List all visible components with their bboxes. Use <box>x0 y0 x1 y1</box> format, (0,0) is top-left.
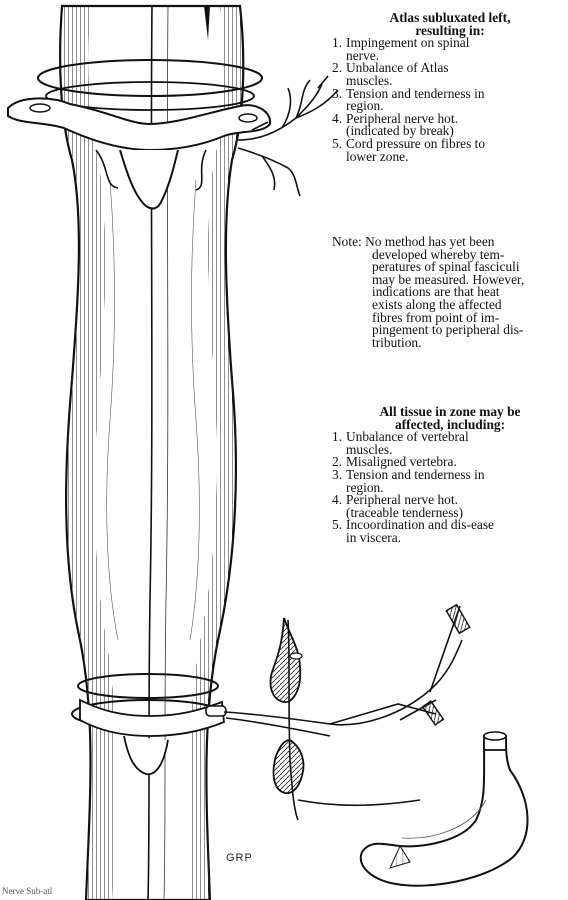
note-block: Note: No method has yet been developed w… <box>332 236 564 349</box>
ganglion-lower <box>274 740 304 793</box>
list-item: 4.Peripheral nerve hot.(indicated by bre… <box>332 113 568 138</box>
note-line: pingement to peripheral dis- <box>332 324 564 337</box>
severed-nerve-ends <box>423 605 470 725</box>
tissue-heading: All tissue in zone may be affected, incl… <box>332 406 568 431</box>
atlas-heading: Atlas subluxated left, resulting in: <box>332 12 568 37</box>
stomach <box>361 732 528 886</box>
list-item: 4.Peripheral nerve hot.(traceable tender… <box>332 494 568 519</box>
atlas-block: Atlas subluxated left, resulting in: 1.I… <box>332 12 568 163</box>
ganglion-upper <box>271 618 303 702</box>
artist-signature: GRP <box>226 852 253 864</box>
note-line: tribution. <box>332 337 564 350</box>
tissue-block: All tissue in zone may be affected, incl… <box>332 406 568 545</box>
corner-caption: Nerve Sub-atl <box>2 886 52 896</box>
